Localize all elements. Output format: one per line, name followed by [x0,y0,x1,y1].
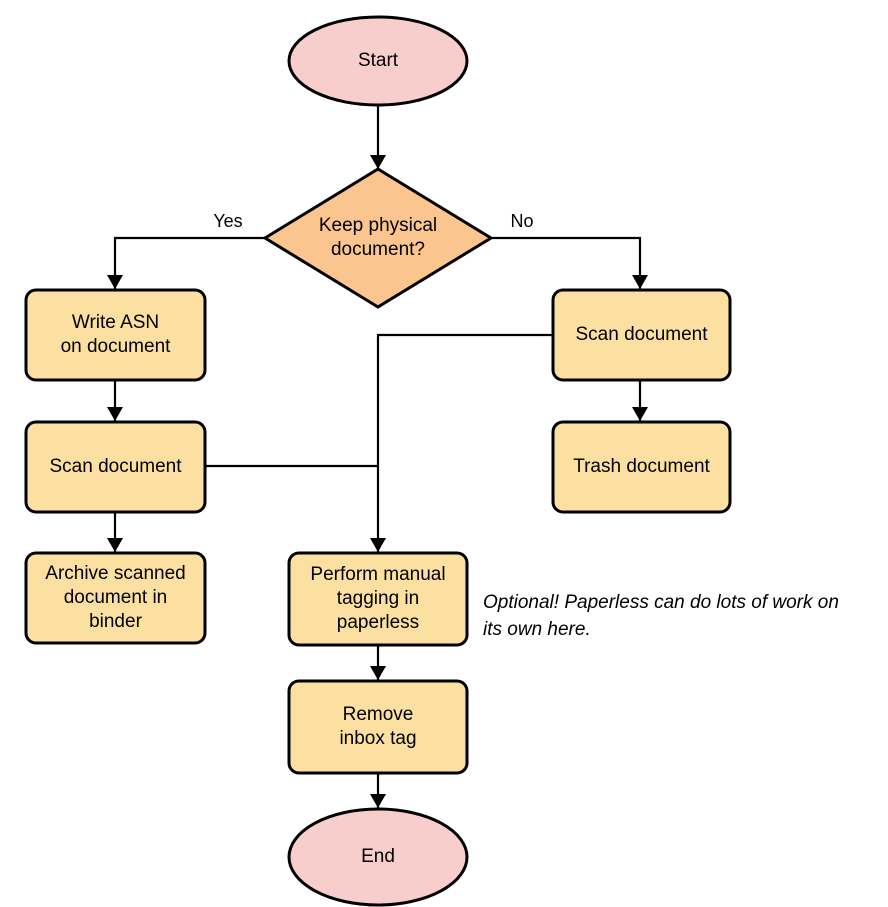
node-label: Keep physical [319,215,437,236]
node-shape-diamond [262,167,494,309]
node-label: End [361,846,395,867]
edges-layer: Yes No [107,105,648,808]
arrowhead-icon [370,538,386,552]
annotation-line: Optional! Paperless can do lots of work … [483,592,839,613]
edge-start-to-decision [370,105,386,169]
node-label: Start [358,50,399,71]
node-label: Write ASN [72,312,159,333]
node-manual-tagging[interactable]: Perform manual tagging in paperless [287,551,469,647]
node-shape-ellipse [287,15,469,107]
node-archive-binder[interactable]: Archive scanned document in binder [24,551,207,645]
arrowhead-icon [370,794,386,808]
node-label: document in [64,587,168,608]
edge-label-decision-yes-to-write-asn: Yes [213,211,242,231]
node-scan-left[interactable]: Scan document [24,420,207,514]
node-shape-rounded-rect [551,420,732,514]
arrowhead-icon [632,407,648,421]
edge-remove-tag-to-end [370,773,386,808]
node-label: paperless [337,612,419,633]
node-shape-rounded-rect [24,420,207,514]
arrowhead-icon [632,275,648,289]
edge-path [491,236,642,289]
node-shape-rounded-rect [24,288,207,382]
node-end[interactable]: End [287,807,469,907]
node-label: binder [89,611,142,632]
annotation-optional-note: Optional! Paperless can do lots of work … [483,592,839,640]
edge-manual-tagging-to-remove-tag [370,645,386,680]
arrowhead-icon [107,538,123,552]
node-shape-rounded-rect [24,551,207,645]
arrowhead-icon [370,666,386,680]
edge-scan-left-to-archive [107,512,123,552]
node-label: Perform manual [310,564,445,585]
node-shape-ellipse [287,807,469,907]
arrowhead-icon [370,155,386,169]
node-label: Archive scanned [45,563,185,584]
annotations-layer: Optional! Paperless can do lots of work … [483,592,839,640]
edge-decision-no-to-scan-right: No [491,211,648,289]
node-label: Scan document [575,324,708,345]
node-shape-rounded-rect [287,551,469,647]
edge-decision-yes-to-write-asn: Yes [107,211,265,289]
node-label: tagging in [337,588,419,609]
arrowhead-icon [107,275,123,289]
node-label: Scan document [49,456,182,477]
annotation-line: its own here. [483,619,591,640]
node-remove-inbox-tag[interactable]: Remove inbox tag [287,679,469,775]
arrowhead-icon [107,407,123,421]
node-write-asn[interactable]: Write ASN on document [24,288,207,382]
node-scan-right[interactable]: Scan document [551,288,732,382]
node-keep-physical[interactable]: Keep physical document? [262,167,494,309]
edge-scan-right-to-manual-tagging [370,333,553,552]
node-trash-document[interactable]: Trash document [551,420,732,514]
edge-path [113,236,265,289]
node-label: inbox tag [339,728,416,749]
node-label: on document [61,336,172,357]
edge-scan-right-to-trash [632,380,648,421]
node-start[interactable]: Start [287,15,469,107]
node-shape-rounded-rect [551,288,732,382]
node-label: Trash document [573,456,710,477]
node-shape-rounded-rect [287,679,469,775]
edge-path [376,333,553,552]
edge-label-decision-no-to-scan-right: No [510,211,533,231]
edge-write-asn-to-scan-left [107,380,123,421]
node-label: document? [331,239,425,260]
node-label: Remove [343,704,414,725]
